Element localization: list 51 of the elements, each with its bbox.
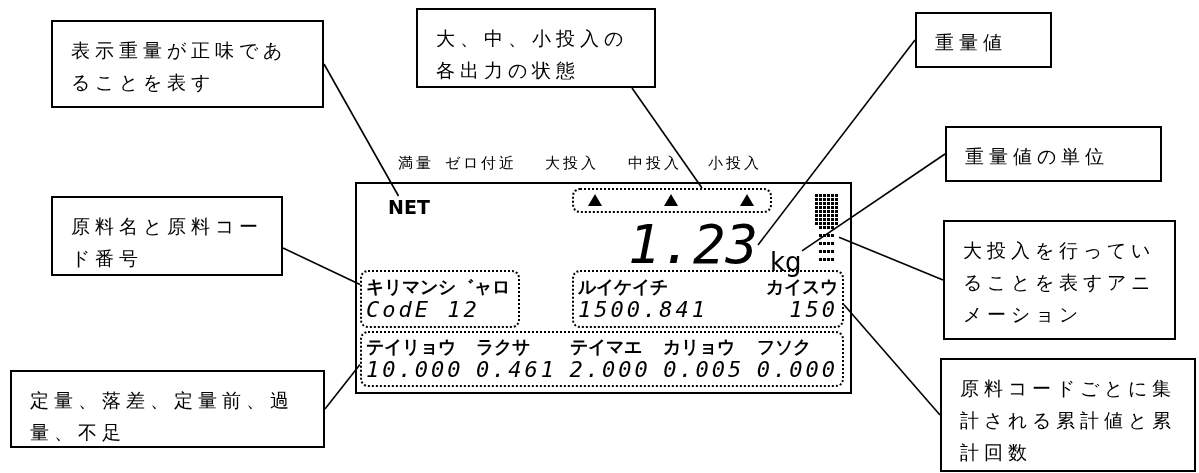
callout-box <box>945 126 1162 182</box>
callout-text: 重量値の単位 <box>965 145 1109 167</box>
field-label: ラクサ <box>475 336 531 358</box>
unit-label: kg <box>770 246 802 278</box>
readout-value: 0.005 <box>663 358 745 382</box>
readout-value: 10.000 <box>366 358 464 382</box>
leader-line <box>323 63 400 197</box>
callout-text: 原料名と原料コード番号 <box>71 215 263 269</box>
field-label: キリマンシ゛ャロ <box>366 276 510 298</box>
indicator-label: 中投入 <box>628 154 682 173</box>
indicator-label: 満量 <box>398 154 434 173</box>
indicator-label: 大投入 <box>545 154 599 173</box>
field-label: ルイケイチ <box>578 276 669 298</box>
leader-line <box>843 304 941 416</box>
display-field <box>360 270 520 328</box>
field-label: テイマエ <box>569 336 643 358</box>
callout-text: 大、中、小投入の各出力の状態 <box>436 27 628 81</box>
callout-text: 原料コードごとに集計される累計値と累計回数 <box>960 377 1176 463</box>
readout-value: 150 <box>788 298 838 322</box>
leader-line <box>631 87 703 189</box>
field-label: カリョウ <box>663 336 737 358</box>
display-field <box>360 331 844 387</box>
callout-text: 表示重量が正味であることを表す <box>71 39 287 93</box>
callout-text: 定量、落差、定量前、過量、不足 <box>30 389 294 443</box>
leader-line <box>801 153 946 252</box>
field-label: フソク <box>756 336 812 358</box>
callout-box <box>940 358 1196 472</box>
leader-line <box>838 236 944 281</box>
readout-value: 0.461 <box>475 358 558 382</box>
readout-value: CodE 12 <box>366 298 481 322</box>
weight-readout: 1.23 <box>628 212 759 278</box>
leader-line <box>282 247 361 286</box>
callout-text: 重量値 <box>935 31 1007 53</box>
leader-line <box>757 39 916 246</box>
readout-value: 0.000 <box>756 358 838 382</box>
callout-box <box>10 370 325 448</box>
callout-text: 大投入を行っていることを表すアニメーション <box>963 239 1155 325</box>
callout-box <box>943 220 1176 340</box>
leader-line <box>324 363 361 410</box>
indicator-label: NET <box>388 196 430 218</box>
callout-box <box>51 196 283 276</box>
callout-box <box>416 8 656 88</box>
indicator-label: ゼロ付近 <box>445 154 517 173</box>
field-label: テイリョウ <box>366 336 457 358</box>
indicator-area <box>572 188 772 213</box>
callout-box <box>915 12 1052 68</box>
readout-value: 1500.841 <box>578 298 708 322</box>
callout-box <box>51 20 324 108</box>
indicator-label: 小投入 <box>708 154 762 173</box>
field-label: カイスウ <box>766 276 838 298</box>
readout-value: 2.000 <box>569 358 651 382</box>
